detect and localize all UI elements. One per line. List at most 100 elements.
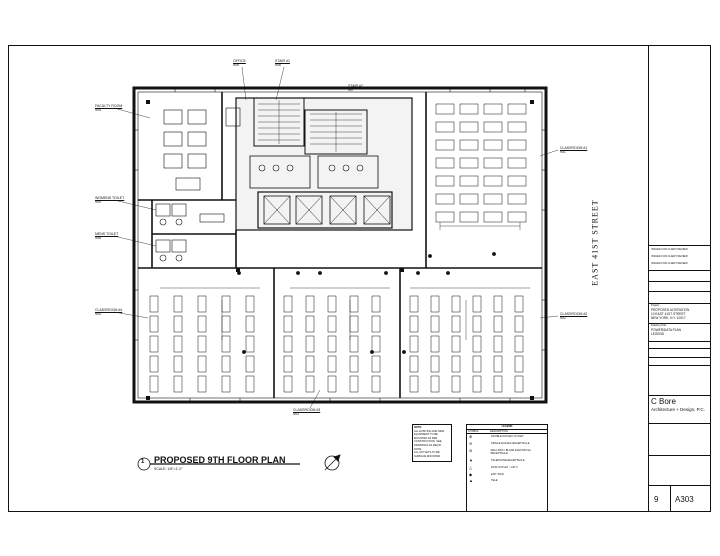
desk — [514, 375, 524, 393]
sheet-number: 9 — [654, 495, 659, 504]
firm-name: C Bore — [651, 397, 676, 406]
note-line: ALL OUTLETS TO BE — [414, 451, 440, 455]
legend-item-text: TELE — [491, 479, 498, 483]
desk — [371, 315, 381, 333]
desk — [305, 375, 315, 393]
desk — [493, 335, 503, 353]
drawing-number: A303 — [675, 495, 694, 504]
window-marks — [134, 88, 546, 402]
drawing-title-label: Drawing Title: — [651, 324, 667, 327]
project-label: Project: — [651, 304, 660, 307]
desk — [305, 335, 315, 353]
legend-symbol-icon: ▼ — [469, 458, 473, 464]
desk — [221, 375, 231, 393]
desk — [483, 211, 503, 223]
desk — [459, 193, 479, 205]
desk — [507, 175, 527, 187]
desk — [507, 103, 527, 115]
desk — [472, 335, 482, 353]
desk — [409, 315, 419, 333]
desk — [245, 295, 255, 313]
desk — [514, 315, 524, 333]
desk — [435, 175, 455, 187]
drawing-title: PROPOSED 9TH FLOOR PLAN — [154, 455, 286, 465]
legend-symbol-icon: ▲ — [469, 478, 473, 484]
desk — [371, 375, 381, 393]
title-block-line: NEW YORK, N.Y. 10017 — [651, 316, 686, 320]
desk — [507, 121, 527, 133]
desk — [349, 315, 359, 333]
desk — [459, 121, 479, 133]
desk — [493, 355, 503, 373]
revision-entry: ISSUED FOR CLIENT REVIEW — [651, 255, 688, 258]
desk — [349, 295, 359, 313]
west-toilet-fixtures — [155, 203, 225, 262]
desk — [327, 315, 337, 333]
desk — [472, 375, 482, 393]
desk — [283, 315, 293, 333]
desk — [430, 375, 440, 393]
note-line: ALL EXISTING AND NEW — [414, 429, 445, 433]
desk — [245, 335, 255, 353]
desk — [371, 295, 381, 313]
desk — [483, 157, 503, 169]
title-block-line: LEGEND — [651, 332, 665, 336]
legend-symbol-icon: ⊕ — [469, 434, 473, 440]
desk — [483, 175, 503, 187]
desk — [514, 295, 524, 313]
legend-symbol-icon: △ — [469, 464, 473, 470]
desk — [507, 157, 527, 169]
desk — [305, 295, 315, 313]
desk — [149, 315, 159, 333]
desk — [283, 355, 293, 373]
desk — [483, 103, 503, 115]
legend-item-text: EXIT SIGN — [491, 472, 504, 476]
note-line: EQUIPMENT TO BE — [414, 433, 438, 437]
dimension-lines — [160, 222, 530, 340]
desk — [459, 103, 479, 115]
desk — [197, 295, 207, 313]
detail-number: 1 — [141, 459, 145, 465]
note-line: DRAWINGS AS REQ'D. — [414, 443, 442, 447]
desk — [245, 355, 255, 373]
desk — [435, 103, 455, 115]
legend-symbol-icon: ◆ — [469, 471, 473, 477]
desk — [221, 315, 231, 333]
desk — [514, 355, 524, 373]
desk — [409, 355, 419, 373]
desk — [493, 315, 503, 333]
desk — [435, 193, 455, 205]
desk — [327, 375, 337, 393]
desk — [451, 375, 461, 393]
desk — [197, 315, 207, 333]
desk — [149, 375, 159, 393]
desk — [173, 355, 183, 373]
desk — [451, 335, 461, 353]
desk — [430, 295, 440, 313]
desk — [472, 295, 482, 313]
columns — [146, 100, 534, 400]
desk — [327, 355, 337, 373]
desk — [283, 295, 293, 313]
desk — [197, 375, 207, 393]
desk — [430, 335, 440, 353]
desk — [221, 295, 231, 313]
detail-bubble — [137, 457, 300, 471]
legend-item: ⊕DOUBLE DUPLEX OUTLET — [467, 435, 547, 439]
desk — [514, 335, 524, 353]
desk — [435, 211, 455, 223]
note-line: CONSTRUCTION. SEE — [414, 440, 442, 444]
desk — [451, 295, 461, 313]
desk — [459, 139, 479, 151]
desk — [245, 375, 255, 393]
revision-entry: ISSUED FOR CLIENT REVIEW — [651, 248, 688, 251]
